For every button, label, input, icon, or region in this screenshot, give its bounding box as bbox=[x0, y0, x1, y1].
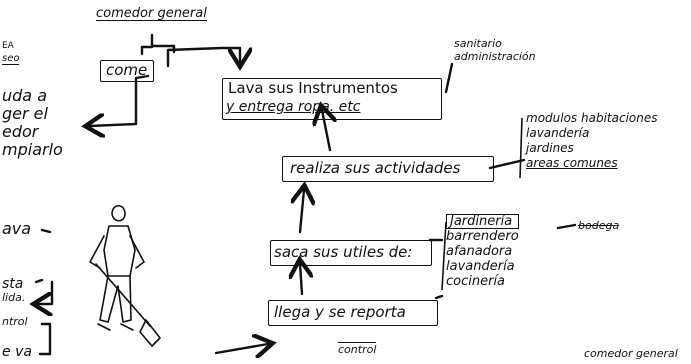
left-text-se-va: e va bbox=[2, 344, 32, 360]
node-come-label: come bbox=[106, 61, 148, 79]
list-sanitario-item: administración bbox=[454, 50, 536, 63]
left-text-control: ntrol bbox=[2, 315, 28, 328]
list-servicios: Jardinería barrendero afanadora lavander… bbox=[446, 214, 519, 288]
list-servicios-item: Jardinería bbox=[446, 214, 519, 229]
left-ayuda-line-1: uda a bbox=[2, 86, 47, 105]
node-saca-label: saca sus utiles de: bbox=[274, 243, 413, 261]
left-text-seo: seo bbox=[2, 53, 20, 65]
node-lava-line-2: y entrega ropa. etc bbox=[226, 99, 361, 115]
node-realiza-label: realiza sus actividades bbox=[290, 159, 461, 177]
list-servicios-item: afanadora bbox=[446, 244, 513, 259]
label-control: control bbox=[338, 342, 377, 356]
list-servicios-item: barrendero bbox=[446, 229, 519, 244]
left-text-lava: ava bbox=[2, 219, 32, 238]
label-bodega: bodega bbox=[578, 219, 620, 232]
list-servicios-item: lavandería bbox=[446, 259, 515, 274]
list-areas-item: jardines bbox=[526, 141, 574, 155]
left-text-ea: EA bbox=[2, 41, 14, 51]
left-text-salida: lida. bbox=[2, 291, 26, 304]
header-comedor-general: comedor general bbox=[96, 6, 207, 21]
list-sanitario: sanitario administración bbox=[454, 38, 536, 62]
node-llega-reporta bbox=[268, 300, 438, 326]
node-lava-instrumentos bbox=[222, 78, 442, 120]
list-areas-item: areas comunes bbox=[526, 156, 618, 170]
left-ayuda-line-3: edor bbox=[2, 122, 39, 141]
left-ayuda-line-2: ger el bbox=[2, 104, 48, 123]
node-llega-label: llega y se reporta bbox=[274, 303, 406, 321]
node-realiza-actividades bbox=[282, 156, 494, 182]
label-comedor-general-bottom: comedor general bbox=[584, 347, 678, 360]
list-areas: modulos habitaciones lavandería jardines… bbox=[526, 112, 657, 169]
list-sanitario-item: sanitario bbox=[454, 37, 502, 50]
left-ayuda-block: uda a ger el edor mpiarlo bbox=[2, 88, 63, 158]
left-ayuda-line-4: mpiarlo bbox=[2, 140, 63, 159]
node-lava-line-1: Lava sus Instrumentos bbox=[228, 79, 398, 97]
janitor-figure bbox=[89, 204, 161, 347]
node-saca-utiles bbox=[270, 240, 432, 266]
list-servicios-item: cocinería bbox=[446, 274, 506, 289]
left-text-resta: sta bbox=[2, 276, 24, 292]
node-come bbox=[100, 60, 154, 82]
list-areas-item: modulos habitaciones bbox=[526, 111, 658, 125]
list-areas-item: lavandería bbox=[526, 126, 590, 140]
